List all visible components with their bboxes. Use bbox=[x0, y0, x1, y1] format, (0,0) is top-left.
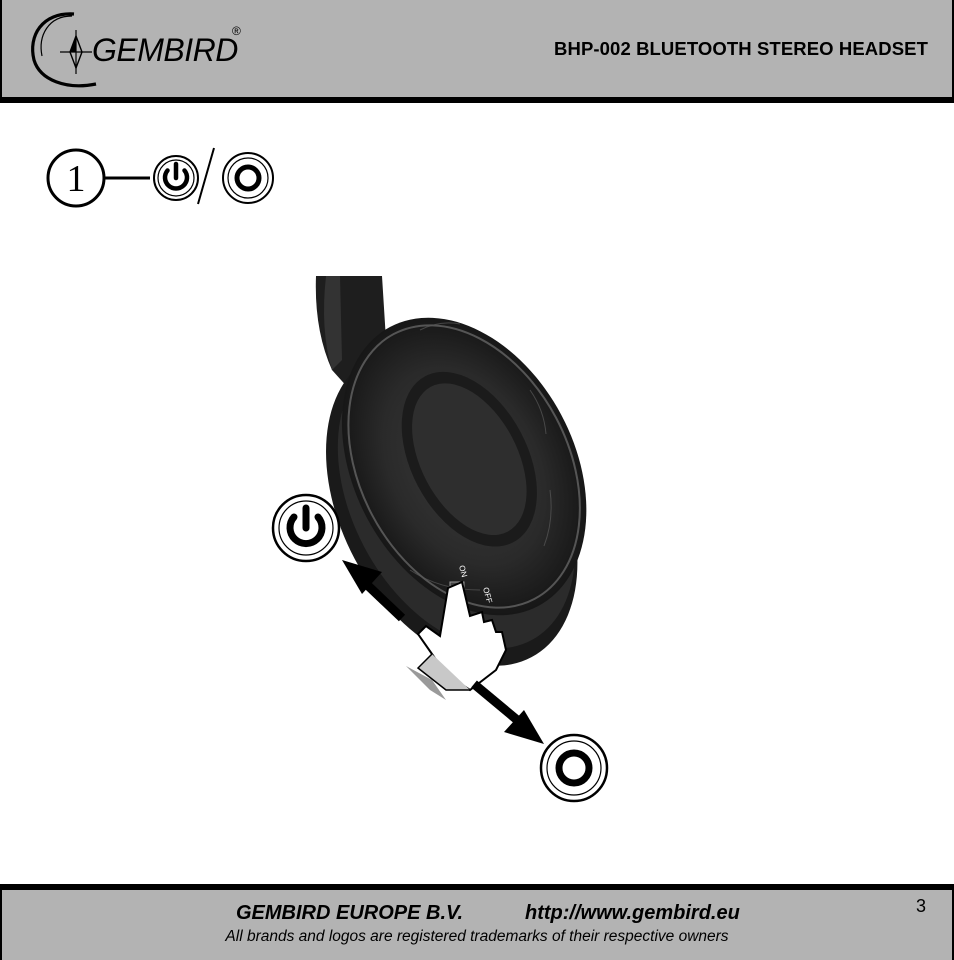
arrow-down-right-icon bbox=[471, 680, 544, 744]
power-off-icon bbox=[222, 152, 274, 204]
power-on-icon bbox=[153, 155, 199, 201]
pointing-hand-icon bbox=[406, 580, 508, 700]
brand-name: GEMBIRD bbox=[92, 32, 238, 68]
page-header: GEMBIRD ® BHP-002 BLUETOOTH STEREO HEADS… bbox=[0, 0, 954, 103]
headset-switch-illustration: ON OFF bbox=[270, 270, 630, 810]
step-number-circle: 1 bbox=[46, 148, 106, 208]
footer-company: GEMBIRD EUROPE B.V. bbox=[236, 902, 464, 924]
step-number: 1 bbox=[67, 158, 86, 200]
slash-separator bbox=[197, 147, 215, 205]
registered-mark: ® bbox=[232, 24, 241, 38]
gembird-logo: GEMBIRD ® bbox=[26, 6, 256, 92]
trademark-note: All brands and logos are registered trad… bbox=[225, 928, 729, 945]
switch-off-label: OFF bbox=[481, 586, 494, 604]
document-title: BHP-002 BLUETOOTH STEREO HEADSET bbox=[554, 38, 928, 59]
step-1-indicator: 1 bbox=[46, 146, 282, 210]
footer-url[interactable]: http://www.gembird.eu bbox=[525, 902, 740, 924]
gembird-logo-swoosh-icon bbox=[31, 12, 97, 88]
power-off-icon bbox=[539, 733, 609, 803]
switch-on-label: ON bbox=[457, 564, 469, 578]
page-footer: GEMBIRD EUROPE B.V. http://www.gembird.e… bbox=[0, 884, 954, 960]
power-on-icon bbox=[271, 493, 341, 563]
page-number: 3 bbox=[915, 896, 926, 916]
ear-cup bbox=[326, 317, 587, 666]
arrow-up-left-icon bbox=[342, 560, 406, 622]
